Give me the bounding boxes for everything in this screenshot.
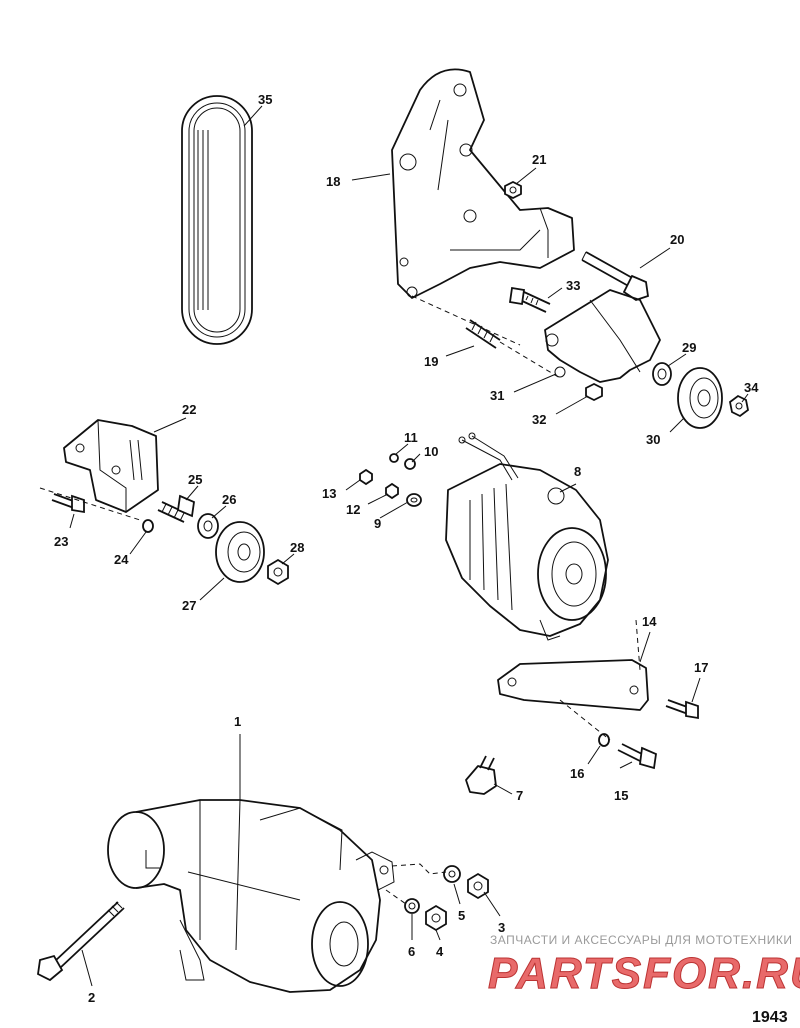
- callout-34: 34: [744, 380, 759, 395]
- callout-32: 32: [532, 412, 546, 427]
- callout-19: 19: [424, 354, 438, 369]
- callout-24: 24: [114, 552, 129, 567]
- bracket-nut: [504, 180, 522, 200]
- idler-nut: [729, 394, 749, 418]
- watermark-brand: PARTSFOR.RU: [488, 949, 800, 998]
- callout-27: 27: [182, 598, 196, 613]
- callout-7: 7: [516, 788, 523, 803]
- callout-20: 20: [670, 232, 684, 247]
- callout-labels: 1 2 3 4 5 6 7 8 9 10 11 12 13 14 15 16 1…: [54, 92, 759, 1005]
- callout-28: 28: [290, 540, 304, 555]
- pulley-nut: [267, 558, 289, 586]
- callout-25: 25: [188, 472, 202, 487]
- callout-13: 13: [322, 486, 336, 501]
- brace-bolt-lower: [598, 733, 657, 770]
- callout-14: 14: [642, 614, 657, 629]
- callout-33: 33: [566, 278, 580, 293]
- starter-bolt: [37, 901, 125, 982]
- long-bolt: [581, 251, 649, 301]
- alternator: [445, 432, 609, 641]
- callout-2: 2: [88, 990, 95, 1005]
- callout-15: 15: [614, 788, 628, 803]
- callout-1: 1: [234, 714, 241, 729]
- figure-number: 1943: [752, 1009, 788, 1026]
- callout-8: 8: [574, 464, 581, 479]
- tensioner-arm-bracket: [544, 289, 661, 383]
- callout-23: 23: [54, 534, 68, 549]
- watermark: ЗАПЧАСТИ И АКСЕССУАРЫ ДЛЯ МОТОТЕХНИКИ PA…: [488, 933, 800, 999]
- starter-motor: [107, 799, 395, 993]
- callout-10: 10: [424, 444, 438, 459]
- callout-9: 9: [374, 516, 381, 531]
- callout-26: 26: [222, 492, 236, 507]
- callout-30: 30: [646, 432, 660, 447]
- arm-nut: [585, 382, 603, 402]
- drive-belt: [181, 95, 253, 345]
- adjuster-bolt: [508, 286, 551, 313]
- pulley-spacer: [197, 513, 219, 539]
- idler-pulley: [677, 367, 723, 429]
- stud: [465, 319, 501, 349]
- small-idler-bracket: [63, 419, 159, 513]
- callout-5: 5: [458, 908, 465, 923]
- starter-terminal-fasteners: [404, 865, 489, 932]
- callout-21: 21: [532, 152, 546, 167]
- watermark-tagline: ЗАПЧАСТИ И АКСЕССУАРЫ ДЛЯ МОТОТЕХНИКИ: [490, 933, 792, 947]
- callout-16: 16: [570, 766, 584, 781]
- callout-3: 3: [498, 920, 505, 935]
- small-fasteners: [359, 453, 422, 507]
- callout-6: 6: [408, 944, 415, 959]
- main-mounting-bracket: [391, 68, 575, 299]
- idler-pulley-small: [215, 521, 265, 583]
- callout-4: 4: [436, 944, 444, 959]
- callout-35: 35: [258, 92, 272, 107]
- terminal-boot: [465, 755, 497, 795]
- leader-lines: [69, 105, 749, 987]
- callout-18: 18: [326, 174, 340, 189]
- callout-17: 17: [694, 660, 708, 675]
- callout-29: 29: [682, 340, 696, 355]
- bracket-washer: [142, 519, 154, 533]
- callout-22: 22: [182, 402, 196, 417]
- callout-11: 11: [404, 430, 418, 445]
- pulley-stud: [157, 494, 195, 523]
- idler-spacer: [652, 362, 672, 386]
- alternator-brace: [497, 659, 649, 711]
- callout-12: 12: [346, 502, 360, 517]
- callout-31: 31: [490, 388, 504, 403]
- brace-bolt: [665, 699, 699, 720]
- bracket-bolt: [51, 493, 85, 514]
